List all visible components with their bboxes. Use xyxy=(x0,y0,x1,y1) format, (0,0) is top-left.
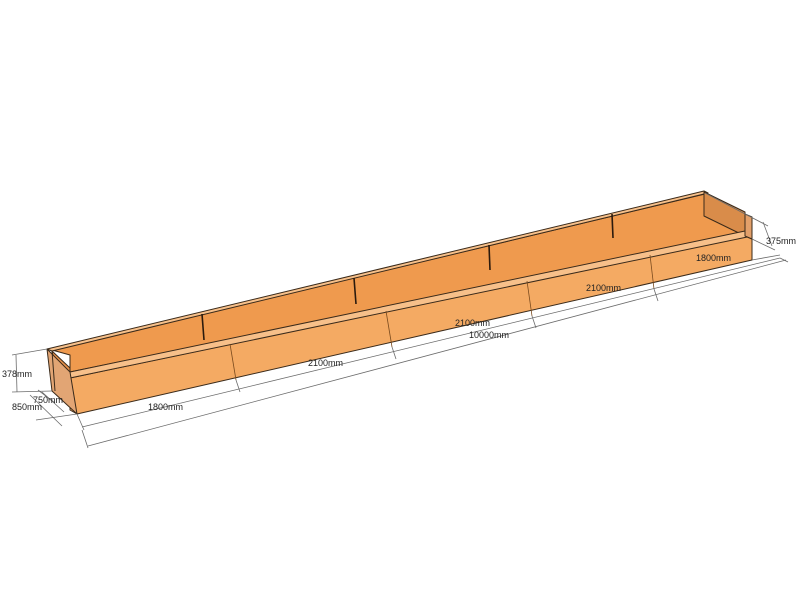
left-end-inner-edge xyxy=(51,350,56,392)
dim-height-left: 378mm xyxy=(2,348,53,393)
back-seam-1 xyxy=(201,313,205,341)
dim-text-panel-5: 1800mm xyxy=(696,253,731,263)
dim-text-width-outer: 850mm xyxy=(12,402,42,412)
dim-overall-length xyxy=(81,257,789,449)
front-wall-top-rim xyxy=(69,230,753,379)
dim-text-overall-length: 10000mm xyxy=(469,330,509,340)
dim-text-height-right: 375mm xyxy=(766,236,796,246)
dim-text-width-inner: 750mm xyxy=(33,395,63,405)
dim-text-panel-3: 2100mm xyxy=(455,318,490,328)
front-seam-3 xyxy=(526,280,533,317)
back-seam-4 xyxy=(611,213,614,239)
right-end-outer-face xyxy=(744,213,753,240)
dim-text-height-left: 378mm xyxy=(2,369,32,379)
dim-height-right: 375mm xyxy=(704,192,796,251)
dim-width-outer: 850mm xyxy=(12,394,78,427)
dim-text-panel-2: 2100mm xyxy=(308,358,343,368)
front-seam-2 xyxy=(385,310,393,348)
back-seam-3 xyxy=(488,244,491,271)
front-seam-4 xyxy=(649,254,655,290)
dim-text-panel-1: 1800mm xyxy=(148,402,183,412)
front-seam-1 xyxy=(229,343,237,381)
dim-width-inner: 750mm xyxy=(33,389,65,413)
back-wall-top-rim xyxy=(46,190,709,352)
dim-text-panel-4: 2100mm xyxy=(586,283,621,293)
back-seam-2 xyxy=(353,277,357,305)
